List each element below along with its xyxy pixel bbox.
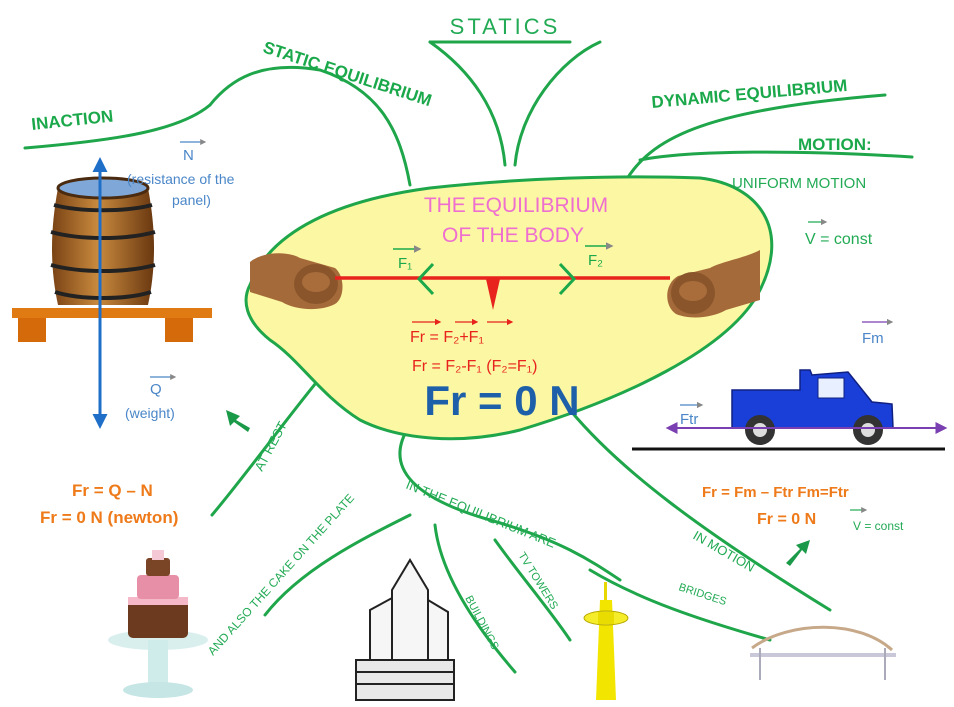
bridge-icon [750, 625, 896, 680]
pallet-leg-right [165, 318, 193, 342]
label-in-motion: IN MOTION [691, 528, 758, 575]
branch-inaction [23, 103, 212, 150]
label-statics: STATICS [450, 14, 561, 39]
center-eq1: Fr = F₂+F₁ [410, 329, 484, 346]
label-v-const: V = const [805, 231, 873, 248]
label-at-rest: AT REST [251, 419, 289, 474]
fm-label: Fm [862, 330, 884, 347]
label-inaction: INACTION [30, 106, 114, 133]
right-fist-icon [667, 250, 760, 318]
branch-statics-left [428, 40, 507, 167]
truck-eq2: Fr = 0 N [757, 511, 816, 528]
n-desc-line1: (resistance of the [127, 171, 235, 187]
q-desc: (weight) [125, 405, 175, 421]
center-result: Fr = 0 N [424, 377, 579, 424]
left-fist-icon [250, 253, 343, 310]
center-title-line1: THE EQUILIBRIUM [424, 194, 608, 217]
branch-dynamic [623, 93, 887, 184]
branch-bridges [588, 568, 772, 642]
barrel-eq2: Fr = 0 N (newton) [40, 508, 178, 527]
label-in-eq-are: IN THE EQUILIBRIUM ARE [404, 477, 558, 551]
label-and-also: AND ALSO THE CAKE ON THE PLATE [205, 491, 357, 658]
center-title-line2: OF THE BODY [442, 224, 584, 247]
buildings-icon [355, 558, 455, 701]
pallet-leg-left [18, 318, 46, 342]
truck-v-const: V = const [853, 519, 904, 533]
branch-motion [638, 150, 914, 162]
truck-illustration [731, 369, 894, 445]
barrel-body [52, 188, 154, 305]
f1-arrow-icon [416, 262, 435, 296]
label-motion: MOTION: [798, 135, 872, 154]
ftr-label: Ftr [680, 411, 698, 428]
f1-label: F₁ [398, 255, 412, 272]
branch-cake [263, 513, 412, 617]
motion-pointer-icon [786, 540, 810, 566]
q-label: Q [150, 381, 162, 398]
label-dynamic-equilibrium: DYNAMIC EQUILIBRIUM [651, 76, 848, 112]
label-static-equilibrium: STATIC EQUILIBRIUM [261, 38, 434, 110]
label-buildings: BUILDINGS [462, 594, 500, 652]
branch-statics-right [513, 40, 602, 167]
f2-label: F₂ [588, 252, 603, 269]
branch-in-motion [568, 408, 832, 612]
branch-lines [23, 40, 914, 674]
n-label: N [183, 147, 194, 164]
branch-eq-are [398, 423, 622, 582]
rope-marker-icon [486, 279, 500, 310]
label-tv-towers: TV TOWERS [515, 550, 560, 611]
pointer-arrow-icon [226, 410, 250, 432]
barrel-eq1: Fr = Q – N [72, 481, 153, 500]
cake-icon [108, 550, 208, 698]
tv-tower-icon [583, 582, 629, 700]
center-shape [244, 175, 774, 441]
truck-window [817, 377, 845, 399]
n-desc-line2: panel) [172, 192, 211, 208]
branch-static-eq [208, 65, 412, 187]
branch-buildings [433, 523, 517, 674]
center-eq2: Fr = F₂-F₁ (F₂=F₁) [412, 358, 537, 375]
branch-tv [493, 538, 572, 642]
label-uniform-motion: UNIFORM MOTION [732, 175, 866, 192]
pallet-board [12, 308, 212, 318]
truck-eq1: Fr = Fm – Ftr Fm=Ftr [702, 484, 849, 501]
f2-arrow-icon [558, 262, 577, 296]
label-bridges: BRIDGES [677, 581, 728, 608]
